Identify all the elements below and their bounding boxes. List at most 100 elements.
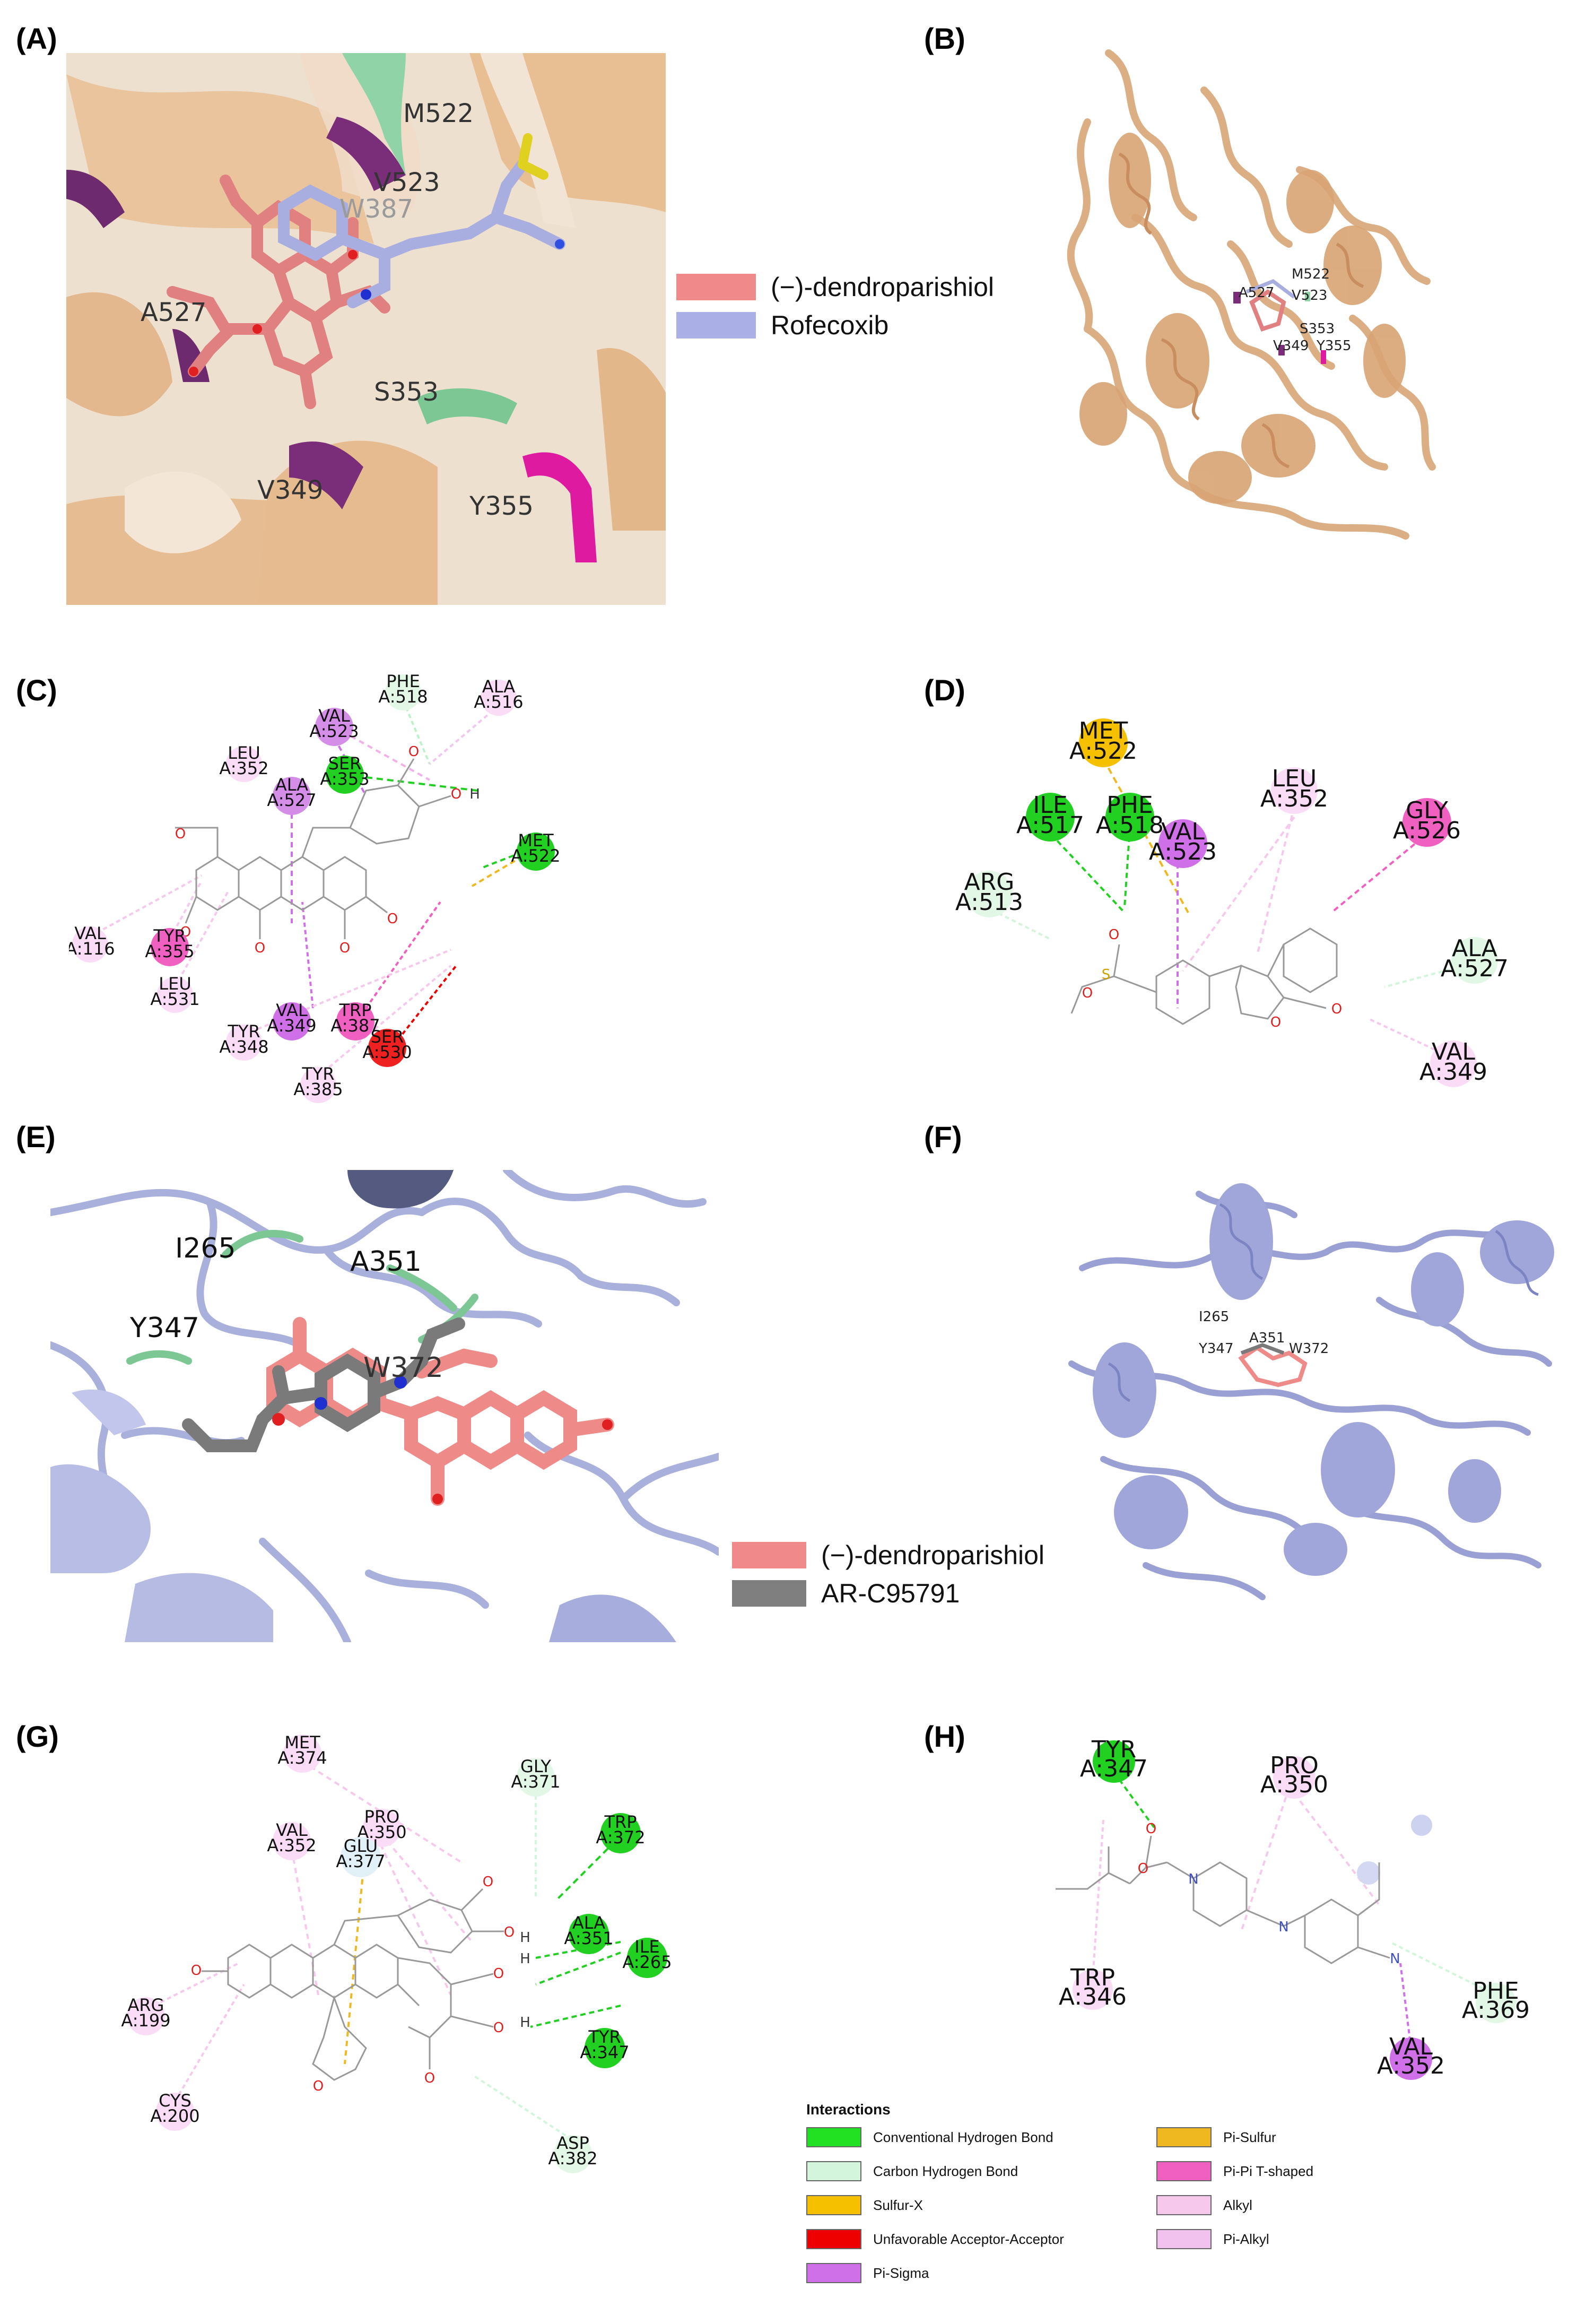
atom-s: S [1102, 967, 1111, 983]
atom-o: O [255, 940, 265, 956]
residue-met-374-name: MET [284, 1732, 320, 1753]
interactions-legend: Interactions Conventional Hydrogen Bond … [806, 2101, 1379, 2324]
atom-n: N [1188, 1871, 1198, 1887]
panel-b-protein-overview: M522 V523 A527 S353 V349 Y355 [1056, 42, 1443, 552]
residue-ser-353-chain: A:353 [320, 769, 369, 789]
interaction-swatch [806, 2127, 861, 2147]
overview-label-y347: Y347 [1198, 1341, 1234, 1357]
interaction-label: Carbon Hydrogen Bond [873, 2163, 1018, 2179]
residue-tyr-355-name: TYR [153, 926, 186, 946]
residue-arg-513-name: ARG [964, 869, 1015, 896]
residue-phe-518-name: PHE [1106, 792, 1153, 819]
residue-arg-513-chain: A:513 [955, 889, 1023, 916]
panel-label-c: (C) [16, 673, 57, 707]
residue-trp-346-chain: A:346 [1059, 1983, 1127, 2010]
panel-a-docking-image: M522 V523 W387 A527 S353 V349 Y355 [66, 53, 666, 605]
interaction-swatch [806, 2229, 861, 2249]
atom-o: O [1270, 1014, 1281, 1030]
atom-o: O [1082, 985, 1093, 1001]
interaction-label: Sulfur-X [873, 2197, 923, 2213]
panel-label-d: (D) [924, 673, 965, 707]
panel-label-h: (H) [924, 1720, 965, 1753]
residue-phe-518-name: PHE [386, 671, 420, 691]
residue-label-a527: A527 [141, 298, 206, 327]
residue-leu-531-name: LEU [159, 974, 191, 994]
overview-label-a351: A351 [1249, 1330, 1285, 1346]
residue-met-522-chain: A:522 [1069, 738, 1137, 765]
residue-ile-517-chain: A:517 [1016, 812, 1084, 839]
atom-o: O [191, 1963, 202, 1979]
atom-n: N [1390, 1951, 1400, 1967]
legend-item-dendroparishiol: (−)-dendroparishiol [732, 1536, 1044, 1574]
residue-gly-526-chain: A:526 [1393, 817, 1461, 844]
residue-label-y355: Y355 [469, 491, 534, 521]
residue-val-349-name: VAL [276, 1000, 308, 1020]
residue-val-523-name: VAL [318, 706, 350, 726]
legend-label: Rofecoxib [771, 310, 889, 340]
atom-o: O [493, 1966, 504, 1982]
residue-trp-387-name: TRP [338, 1000, 371, 1020]
interaction-swatch [806, 2195, 861, 2215]
residue-met-374-chain: A:374 [277, 1748, 327, 1768]
residue-ile-265-name: ILE [634, 1937, 659, 1957]
residue-val-523-chain: A:523 [309, 721, 359, 741]
residue-gly-371-name: GLY [520, 1756, 551, 1776]
residue-trp-387-chain: A:387 [330, 1016, 380, 1036]
residue-met-522-name: MET [518, 830, 554, 851]
residue-leu-352-name: LEU [1272, 765, 1317, 792]
atom-o: O [408, 744, 419, 760]
residue-pro-350-chain: A:350 [1260, 1771, 1328, 1798]
residue-ile-265-chain: A:265 [622, 1952, 672, 1972]
residue-ser-353-name: SER [328, 753, 362, 774]
overview-label-m522: M522 [1292, 266, 1330, 282]
residue-label-v523: V523 [374, 168, 440, 197]
residue-gly-526-name: GLY [1406, 797, 1448, 824]
residue-asp-382-chain: A:382 [548, 2148, 597, 2169]
panel-f-protein-overview: I265 A351 Y347 W372 [1040, 1162, 1559, 1629]
residue-tyr-385-name: TYR [301, 1064, 334, 1084]
residue-label-i265: I265 [175, 1233, 236, 1264]
residue-ile-517-name: ILE [1033, 792, 1067, 819]
atom-h: H [520, 1951, 530, 1967]
residue-ala-527-chain: A:527 [267, 790, 316, 810]
residue-trp-372-name: TRP [604, 1812, 637, 1832]
panel-g-2d-interaction-map: O O O O O O O H H H MET A:374 GLY A:371 … [69, 1730, 721, 2207]
residue-arg-199-name: ARG [128, 1995, 164, 2015]
interaction-label: Unfavorable Acceptor-Acceptor [873, 2231, 1064, 2247]
residue-label-a351: A351 [350, 1246, 422, 1278]
interaction-label: Conventional Hydrogen Bond [873, 2129, 1053, 2145]
residue-ser-530-name: SER [371, 1027, 404, 1047]
atom-h: H [520, 2015, 530, 2031]
residue-phe-518-chain: A:518 [1096, 812, 1164, 839]
interaction-sulfur-x: Sulfur-X [806, 2193, 1156, 2217]
residue-pro-350-name: PRO [1270, 1752, 1319, 1779]
residue-ala-351-name: ALA [572, 1913, 605, 1933]
legend-panel-e: (−)-dendroparishiol AR-C95791 [732, 1536, 1044, 1612]
interaction-swatch [1156, 2161, 1212, 2181]
residue-phe-518-chain: A:518 [378, 687, 428, 707]
residue-glu-377-chain: A:377 [336, 1851, 385, 1871]
residue-val-349-chain: A:349 [1419, 1059, 1487, 1086]
legend-label: AR-C95791 [821, 1579, 960, 1608]
overview-label-v523: V523 [1292, 288, 1327, 303]
interaction-label: Pi-Alkyl [1223, 2231, 1269, 2247]
interaction-label: Pi-Pi T-shaped [1223, 2163, 1314, 2179]
residue-phe-369-name: PHE [1473, 1978, 1519, 2005]
atom-h: H [520, 1930, 530, 1946]
residue-val-352-chain: A:352 [267, 1835, 316, 1855]
atom-o: O [313, 2078, 324, 2094]
legend-item-ar-c95791: AR-C95791 [732, 1574, 1044, 1612]
interaction-label: Pi-Sulfur [1223, 2129, 1276, 2145]
residue-cys-200-chain: A:200 [150, 2106, 199, 2126]
residue-ala-516-name: ALA [482, 677, 515, 697]
residue-met-522-name: MET [1079, 717, 1128, 744]
overview-label-y355: Y355 [1316, 338, 1352, 354]
residue-leu-352-name: LEU [228, 743, 260, 763]
panel-label-f: (F) [924, 1120, 962, 1154]
residue-met-522-chain: A:522 [511, 846, 560, 866]
atom-o: O [1331, 1001, 1342, 1017]
panel-h-2d-interaction-map: O O N N N TYR A:347 PRO A:350 TRP A:346 … [1008, 1730, 1538, 2091]
residue-val-349-chain: A:349 [267, 1016, 316, 1036]
residue-label-w372: W372 [363, 1352, 443, 1384]
residue-tyr-348-chain: A:348 [219, 1037, 268, 1057]
